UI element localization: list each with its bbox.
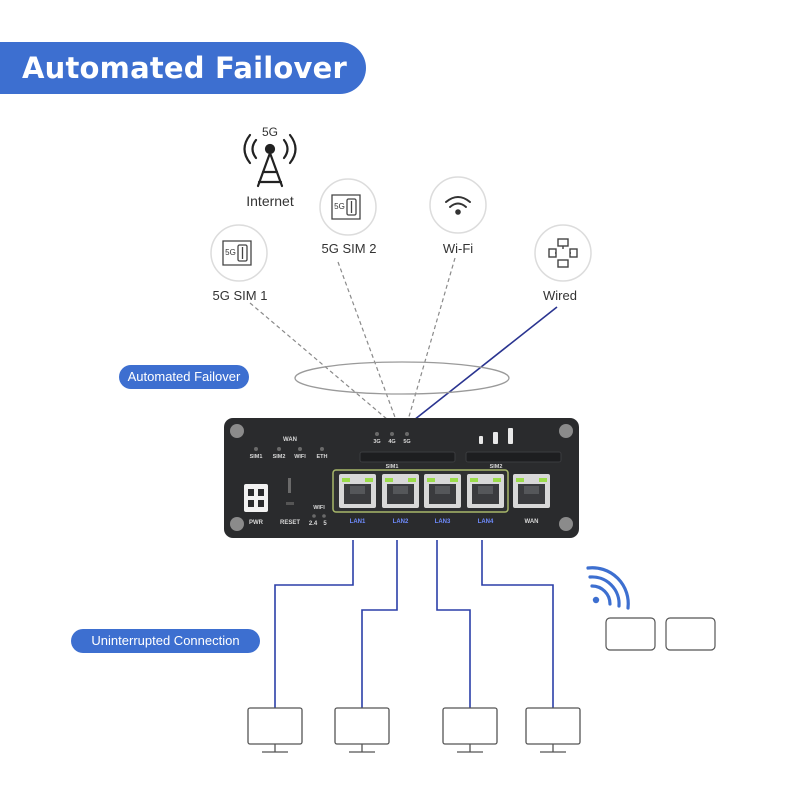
power-connector (244, 484, 268, 512)
lan-cables (274, 540, 554, 708)
monitor-icon (334, 707, 390, 753)
tower-band-label: 5G (261, 125, 278, 139)
screw (230, 517, 244, 531)
wifi-led-label: 5 (323, 521, 327, 527)
lan1-cable (274, 540, 354, 708)
reset-button (288, 478, 291, 493)
sim2-slot-label: SIM2 (490, 464, 503, 470)
wifi-badge (429, 176, 487, 234)
wifi-signal-icon (586, 566, 630, 610)
signal-led-label: 4G (388, 439, 395, 445)
wired-badge (534, 224, 592, 282)
internet-label: Internet (246, 193, 294, 209)
port-label-lan3: LAN3 (435, 519, 451, 525)
automated-failover-tag: Automated Failover (119, 365, 249, 389)
screw (559, 424, 573, 438)
sim2-link (337, 261, 397, 421)
wifi-icon (445, 196, 471, 215)
port-label-lan2: LAN2 (393, 519, 409, 525)
wireless-device-icon (605, 617, 656, 651)
cell-tower-icon (243, 133, 297, 188)
wifi-led-title: WIFI (313, 505, 325, 511)
port-label-lan4: LAN4 (478, 519, 494, 525)
indicator-label: SIM1 (250, 454, 263, 460)
sim1-slot (359, 451, 456, 463)
indicator-label: SIM2 (273, 454, 286, 460)
sim2-slot (465, 451, 562, 463)
sim2-label: 5G SIM 2 (321, 241, 377, 256)
monitor-icon (247, 707, 303, 753)
wan-group-label: WAN (283, 437, 297, 443)
sim-chip-text: 5G (334, 202, 345, 211)
indicator-label: ETH (317, 454, 328, 460)
sim-card-icon (222, 240, 252, 266)
wired-link (413, 306, 558, 421)
client-computers (247, 707, 581, 753)
wifi-led-label: 2.4 (309, 521, 318, 527)
uninterrupted-connection-tag: Uninterrupted Connection (71, 629, 260, 653)
lan-port-group (332, 469, 509, 513)
pwr-label: PWR (249, 520, 264, 526)
sim1-label: 5G SIM 1 (212, 288, 268, 303)
indicator-label: WIFI (294, 454, 306, 460)
monitor-icon (442, 707, 498, 753)
sim1-link (249, 302, 389, 421)
ethernet-ports (339, 474, 550, 508)
wifi-link (407, 257, 456, 421)
ethernet-port-wan (513, 474, 550, 508)
network-icon (548, 238, 578, 268)
ethernet-port-lan1 (339, 474, 376, 508)
lan3-cable (436, 540, 471, 708)
ethernet-port-lan3 (424, 474, 461, 508)
title-banner: Automated Failover (0, 42, 366, 94)
wireless-device-icon (665, 617, 716, 651)
failover-ring (294, 361, 510, 395)
port-label-wan: WAN (525, 519, 539, 525)
lan2-cable (361, 540, 398, 708)
wired-label: Wired (543, 288, 577, 303)
sim-card-icon (331, 194, 361, 220)
sim1-slot-label: SIM1 (386, 464, 399, 470)
ethernet-port-lan2 (382, 474, 419, 508)
screw (230, 424, 244, 438)
port-label-lan1: LAN1 (350, 519, 366, 525)
wifi-label: Wi-Fi (442, 241, 474, 256)
wireless-links (249, 257, 456, 421)
monitor-icon (525, 707, 581, 753)
signal-led-label: 3G (373, 439, 380, 445)
screw (559, 517, 573, 531)
ethernet-port-lan4 (467, 474, 504, 508)
reset-label: RESET (280, 520, 300, 526)
sim-chip-text: 5G (225, 248, 236, 257)
signal-led-label: 5G (403, 439, 410, 445)
lan4-cable (481, 540, 554, 708)
sim2-badge (319, 178, 377, 236)
sim1-badge (210, 224, 268, 282)
